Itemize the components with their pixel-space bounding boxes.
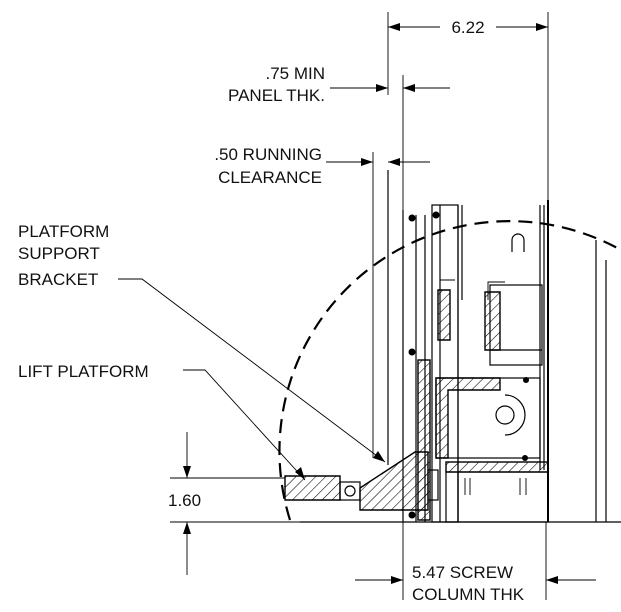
lifting-eye-icon xyxy=(511,233,525,252)
dimension-height: 1.60 xyxy=(168,432,300,575)
dimension-overall-width: 6.22 xyxy=(387,12,549,200)
base-rail xyxy=(445,461,549,523)
detail-circle xyxy=(278,220,621,521)
screw-head-icon xyxy=(522,455,528,461)
screw-head-icon xyxy=(432,211,440,219)
callout-support-bracket: PLATFORM SUPPORT BRACKET xyxy=(18,222,386,463)
dimension-panel-thickness: .75 MIN PANEL THK. xyxy=(228,64,450,210)
screw-column-label-2: COLUMN THK xyxy=(412,585,525,604)
panel-thickness-label-2: PANEL THK. xyxy=(228,86,325,105)
screw-head-icon xyxy=(408,348,416,356)
running-clearance-label-2: CLEARANCE xyxy=(218,168,322,187)
platform-support-bracket-shape xyxy=(359,451,439,511)
column-structure xyxy=(431,200,607,523)
panel-thickness-label-1: .75 MIN xyxy=(265,64,325,83)
dimension-screw-column: 5.47 SCREW COLUMN THK xyxy=(355,522,596,604)
lift-platform-shape xyxy=(284,475,361,501)
screw-head-icon xyxy=(408,214,416,222)
dimension-overall-width-label: 6.22 xyxy=(451,18,484,37)
lift-platform-label: LIFT PLATFORM xyxy=(18,362,149,381)
screw-head-icon xyxy=(523,377,529,383)
screw-head-icon xyxy=(408,511,416,519)
carriage-assembly xyxy=(435,233,543,461)
bracket-label-1: PLATFORM xyxy=(18,222,109,241)
height-label: 1.60 xyxy=(168,491,201,510)
dimension-running-clearance: .50 RUNNING CLEARANCE xyxy=(214,145,430,458)
callout-lift-platform: LIFT PLATFORM xyxy=(18,362,306,481)
bracket-label-2: SUPPORT xyxy=(18,244,100,263)
running-clearance-label-1: .50 RUNNING xyxy=(214,145,322,164)
screw-column-label-1: 5.47 SCREW xyxy=(412,563,513,582)
bracket-label-3: BRACKET xyxy=(18,270,98,289)
